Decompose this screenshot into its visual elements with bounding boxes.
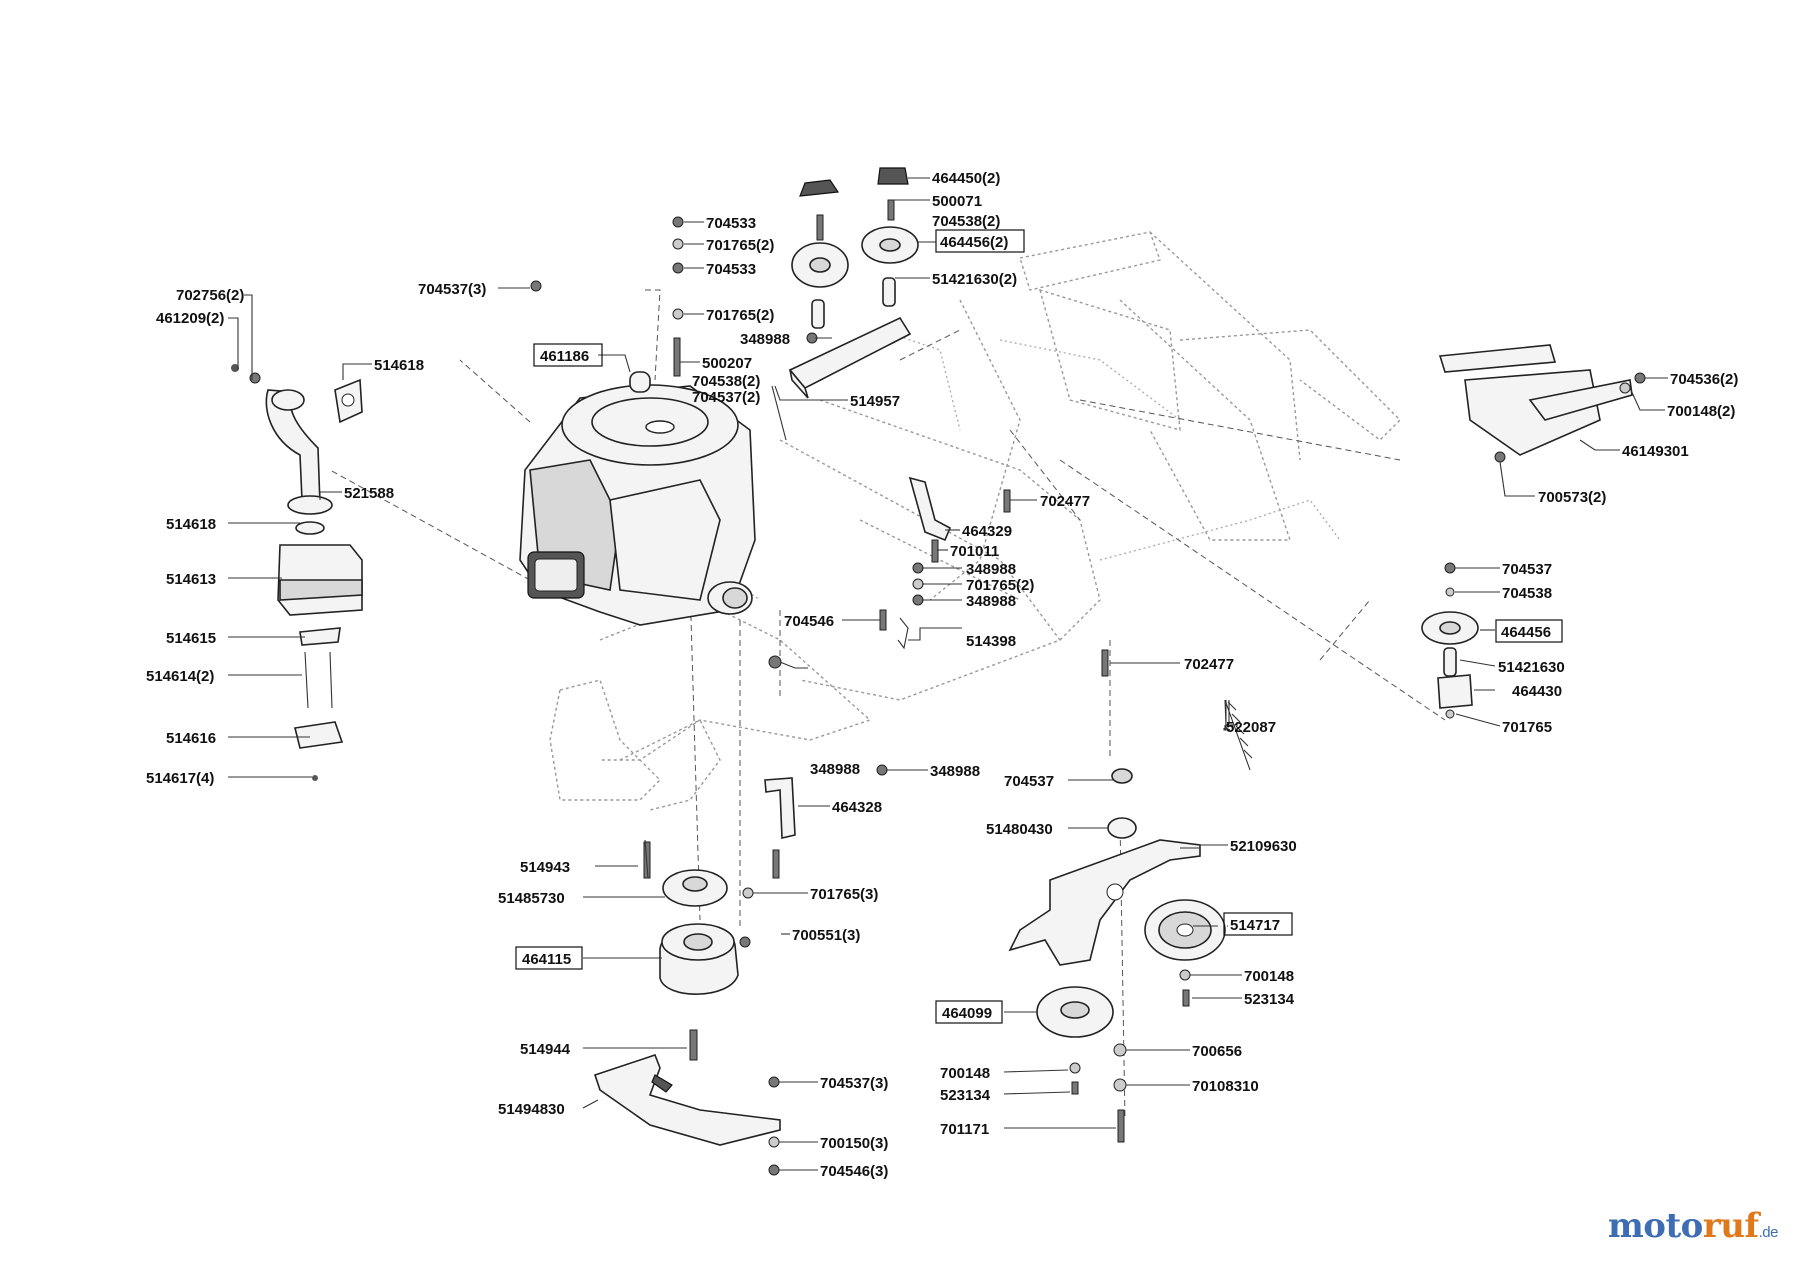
box-461186 (533, 343, 603, 367)
box-464115 (515, 946, 583, 970)
label-464456-2: 464456(2) (940, 234, 1008, 251)
label-51485730: 51485730 (498, 890, 565, 907)
label-348988c: 348988 (966, 593, 1016, 610)
tractor-frame (549, 231, 1401, 811)
motoruf-logo: motoruf.de (1607, 1206, 1779, 1246)
label-704538-2a: 704538(2) (932, 213, 1000, 230)
label-701171: 701171 (940, 1121, 989, 1138)
label-464328: 464328 (832, 799, 882, 816)
logo-suffix: .de (1758, 1224, 1779, 1241)
label-leaders (228, 177, 1668, 1171)
label-52109630: 52109630 (1230, 838, 1297, 855)
label-701765r: 701765 (1502, 719, 1552, 736)
label-700150: 700150(3) (820, 1135, 888, 1152)
label-700573: 700573(2) (1538, 489, 1606, 506)
muffler-assembly (231, 364, 363, 781)
label-514616: 514616 (166, 730, 216, 747)
label-464450: 464450(2) (932, 170, 1000, 187)
middle-hardware (742, 476, 1109, 899)
label-704546-3: 704546(3) (820, 1163, 888, 1180)
label-700551: 700551(3) (792, 927, 860, 944)
label-348988a: 348988 (740, 331, 790, 348)
label-70108310: 70108310 (1192, 1078, 1259, 1095)
label-514614: 514614(2) (146, 668, 214, 685)
label-700148b: 700148 (940, 1065, 990, 1082)
label-700148a: 700148 (1244, 968, 1294, 985)
right-bracket-group (1421, 344, 1646, 719)
label-514613: 514613 (166, 571, 216, 588)
label-521588: 521588 (344, 485, 394, 502)
label-702756: 702756(2) (176, 287, 244, 304)
label-701765-2c: 701765(2) (966, 577, 1034, 594)
label-464430: 464430 (1512, 683, 1562, 700)
label-348988e: 348988 (930, 763, 980, 780)
clutch-pulley-group (593, 839, 781, 1176)
label-704536: 704536(2) (1670, 371, 1738, 388)
label-701765-3: 701765(3) (810, 886, 878, 903)
label-523134b: 523134 (940, 1087, 991, 1104)
label-701765-2b: 701765(2) (706, 307, 774, 324)
box-464456r (1495, 619, 1563, 643)
label-701765-2a: 701765(2) (706, 237, 774, 254)
label-514618a: 514618 (374, 357, 424, 374)
label-700656: 700656 (1192, 1043, 1242, 1060)
label-461186: 461186 (540, 348, 589, 365)
label-704537r: 704537 (1502, 561, 1552, 578)
label-464456r: 464456 (1501, 624, 1551, 641)
label-704538r: 704538 (1502, 585, 1552, 602)
idler-arm-group (1008, 699, 1253, 1143)
label-704537-2: 704537(2) (692, 389, 760, 406)
label-464329: 464329 (962, 523, 1012, 540)
engine-assembly (519, 371, 756, 626)
part-labels: 464450(2) 500071 704538(2) 464456(2) 514… (146, 170, 1738, 1180)
label-514957: 514957 (850, 393, 900, 410)
label-704533b: 704533 (706, 261, 756, 278)
label-701011: 701011 (950, 543, 999, 560)
label-348988b: 348988 (966, 561, 1016, 578)
box-464456-2 (935, 229, 1025, 253)
label-522087: 522087 (1226, 719, 1276, 736)
label-523134a: 523134 (1244, 991, 1295, 1008)
label-514617: 514617(4) (146, 770, 214, 787)
label-514398: 514398 (966, 633, 1016, 650)
label-514943: 514943 (520, 859, 570, 876)
box-464099 (935, 1000, 1003, 1024)
assembly-lines (329, 289, 1446, 1121)
label-700148-2: 700148(2) (1667, 403, 1735, 420)
idler-pulley-group (530, 167, 919, 441)
label-514615: 514615 (166, 630, 216, 647)
label-702477b: 702477 (1184, 656, 1234, 673)
label-464115: 464115 (522, 951, 571, 968)
label-704537-3b: 704537(3) (820, 1075, 888, 1092)
label-704546: 704546 (784, 613, 834, 630)
label-704537m: 704537 (1004, 773, 1054, 790)
label-464099: 464099 (942, 1005, 992, 1022)
label-461209: 461209(2) (156, 310, 224, 327)
label-704533a: 704533 (706, 215, 756, 232)
label-500071: 500071 (932, 193, 982, 210)
label-51494830: 51494830 (498, 1101, 565, 1118)
label-51421630-2: 51421630(2) (932, 271, 1017, 288)
label-51421630r: 51421630 (1498, 659, 1565, 676)
label-51480430: 51480430 (986, 821, 1053, 838)
logo-part-1: moto (1607, 1206, 1704, 1246)
label-500207: 500207 (702, 355, 752, 372)
label-514717: 514717 (1230, 917, 1280, 934)
label-704538-2b: 704538(2) (692, 373, 760, 390)
box-514717 (1223, 912, 1293, 936)
label-348988d: 348988 (810, 761, 860, 778)
label-514618b: 514618 (166, 516, 216, 533)
label-702477a: 702477 (1040, 493, 1090, 510)
label-704537-3a: 704537(3) (418, 281, 486, 298)
logo-part-2: ruf (1702, 1206, 1759, 1246)
label-46149301: 46149301 (1622, 443, 1689, 460)
label-514944: 514944 (520, 1041, 571, 1058)
